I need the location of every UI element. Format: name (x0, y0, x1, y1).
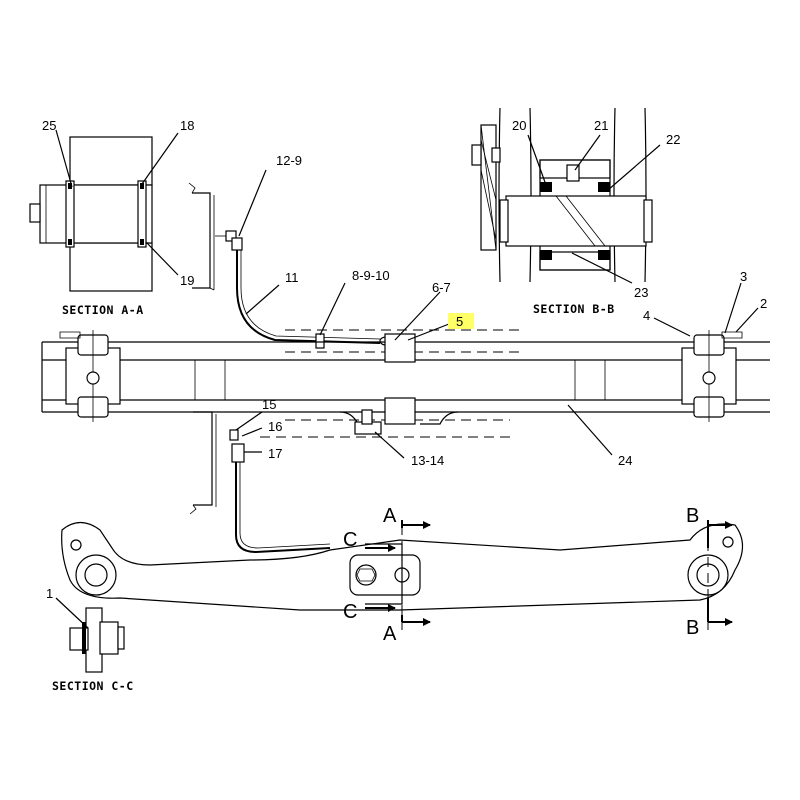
callout-19: 19 (180, 273, 194, 288)
callout-25: 25 (42, 118, 56, 133)
callout-6-7: 6-7 (432, 280, 451, 295)
marker-b-bottom: B (686, 617, 699, 639)
callout-21: 21 (594, 118, 608, 133)
callout-2: 2 (760, 296, 767, 311)
section-marker-a (401, 520, 431, 626)
callout-23: 23 (634, 285, 648, 300)
marker-c-top: C (343, 529, 357, 551)
callout-22: 22 (666, 132, 680, 147)
callout-16: 16 (268, 419, 282, 434)
lower-bracket-and-tube (189, 411, 331, 554)
callout-5-highlight (448, 313, 474, 329)
callout-12-9: 12-9 (276, 153, 302, 168)
callout-20: 20 (512, 118, 526, 133)
marker-a-top: A (383, 505, 397, 527)
section-a-a-view (29, 129, 179, 292)
section-marker-b (707, 520, 733, 626)
section-marker-c (365, 544, 396, 612)
callout-13-14: 13-14 (411, 453, 444, 468)
callout-15: 15 (262, 397, 276, 412)
callout-3: 3 (740, 269, 747, 284)
marker-c-bottom: C (343, 601, 357, 623)
main-beam-view (41, 282, 770, 459)
section-b-b-title: SECTION B-B (533, 302, 615, 316)
callout-18: 18 (180, 118, 194, 133)
section-b-b-view (471, 107, 661, 284)
section-a-a-title: SECTION A-A (62, 303, 144, 317)
callout-8-9-10: 8-9-10 (352, 268, 390, 283)
callout-24: 24 (618, 453, 632, 468)
section-c-c-view (55, 597, 125, 673)
callout-11: 11 (285, 270, 299, 285)
callout-4: 4 (643, 308, 650, 323)
link-arm-view (61, 521, 744, 630)
marker-b-top: B (686, 505, 699, 527)
upper-bracket-and-tube (188, 169, 393, 349)
callout-5: 5 (456, 314, 463, 329)
marker-a-bottom: A (383, 623, 397, 645)
callout-17: 17 (268, 446, 282, 461)
section-c-c-title: SECTION C-C (52, 679, 134, 693)
callout-1: 1 (46, 586, 53, 601)
